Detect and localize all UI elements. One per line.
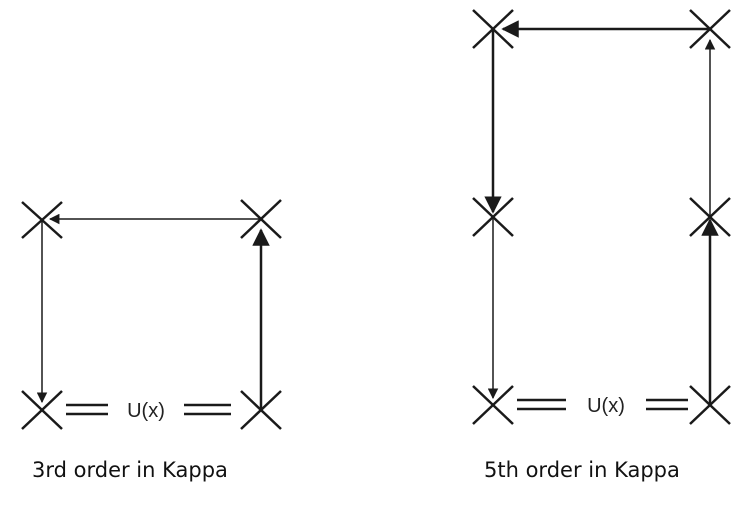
caption-3rd-order: 3rd order in Kappa <box>32 458 228 482</box>
diagram-5th-order <box>472 9 731 425</box>
double-link-bottom <box>66 403 231 416</box>
link-label-right: U(x) <box>587 395 625 417</box>
double-link-r-bottom <box>517 398 688 411</box>
caption-5th-order: 5th order in Kappa <box>484 458 680 482</box>
vertex-bottom-left <box>21 390 63 430</box>
vertex-r-bottom-left <box>472 385 514 425</box>
diagram-3rd-order <box>21 199 282 430</box>
link-label-left: U(x) <box>127 400 165 422</box>
